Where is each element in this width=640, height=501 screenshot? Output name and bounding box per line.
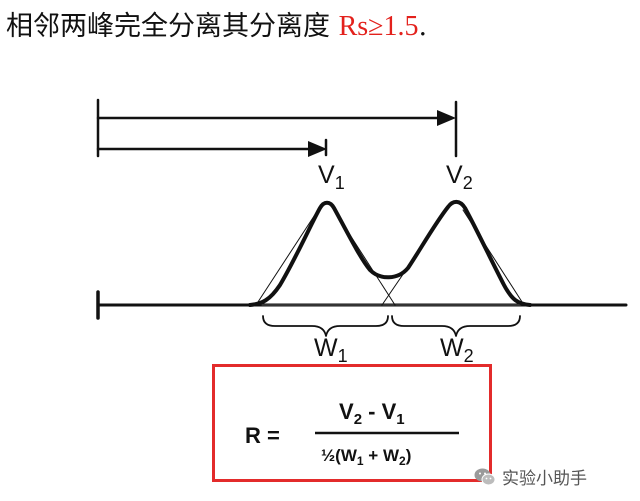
formula-denominator: ½(W1 + W2) [321,446,411,468]
v2-label: V2 [446,161,473,193]
wechat-icon [474,467,496,492]
w1-brace [262,315,389,337]
watermark-text: 实验小助手 [502,469,587,489]
peak-trace [248,199,532,307]
w2-label: W2 [440,334,474,366]
title-text: 相邻两峰完全分离其分离度 [6,11,339,42]
formula-numerator: V2 - V1 [339,399,405,428]
w2-brace [391,315,521,337]
resolution-formula-box: R = V2 - V1 ½(W1 + W2) [212,364,492,482]
watermark: 实验小助手 [474,464,587,492]
w1-label: W1 [314,334,348,366]
resolution-criterion: Rs≥1.5 [338,11,419,42]
title-period: . [418,11,428,42]
arrowhead-v2 [437,110,456,126]
resolution-formula: R = V2 - V1 ½(W1 + W2) [245,399,459,468]
v1-label: V1 [318,161,345,193]
formula-lhs: R = [245,423,280,448]
arrowhead-v1 [308,141,327,157]
page-title: 相邻两峰完全分离其分离度 Rs≥1.5. [6,4,427,43]
